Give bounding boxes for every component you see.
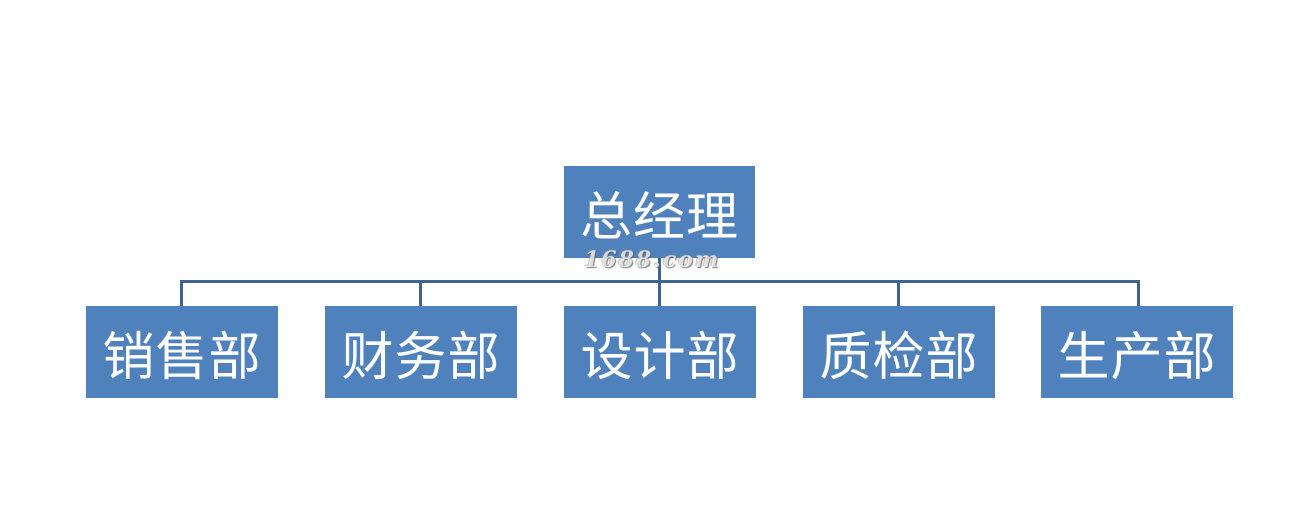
child-node-label: 设计部 xyxy=(580,327,740,388)
connector-drop-3 xyxy=(658,280,661,306)
child-node-production: 生产部 xyxy=(1041,306,1233,398)
connector-drop-4 xyxy=(897,280,900,306)
connector-drop-1 xyxy=(180,280,183,306)
child-node-quality: 质检部 xyxy=(803,306,995,398)
watermark: 1688.com xyxy=(584,247,721,273)
child-node-sales: 销售部 xyxy=(86,306,278,398)
child-node-finance: 财务部 xyxy=(325,306,517,398)
child-node-label: 生产部 xyxy=(1057,327,1217,388)
connector-root-stem xyxy=(658,258,661,282)
child-node-label: 财务部 xyxy=(341,327,501,388)
connector-drop-5 xyxy=(1137,280,1140,306)
child-node-design: 设计部 xyxy=(564,306,756,398)
root-node: 总经理 xyxy=(564,166,755,258)
root-node-label: 总经理 xyxy=(579,187,739,248)
child-node-label: 销售部 xyxy=(102,327,262,388)
connector-drop-2 xyxy=(419,280,422,306)
child-node-label: 质检部 xyxy=(819,327,979,388)
